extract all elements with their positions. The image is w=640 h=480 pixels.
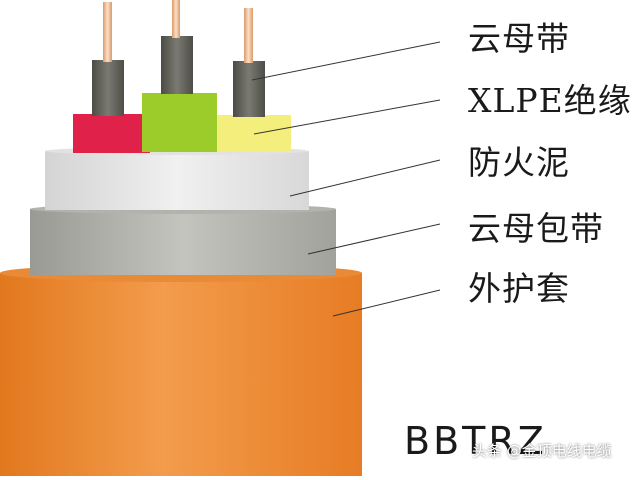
mica-wrap-layer bbox=[30, 209, 336, 275]
leader-line-xlpe bbox=[253, 99, 441, 135]
leader-line-fireproof-mud bbox=[289, 159, 441, 197]
label-fireproof-mud: 防火泥 bbox=[468, 143, 570, 182]
cable-model-code: BBTRZ bbox=[404, 419, 547, 463]
mica-tape-3 bbox=[233, 61, 265, 117]
label-outer-sheath: 外护套 bbox=[468, 269, 570, 308]
mica-tape-2 bbox=[161, 36, 193, 94]
green-core bbox=[142, 93, 217, 152]
label-mica-wrap-tape: 云母包带 bbox=[468, 209, 604, 248]
watermark: 头条 @金顶电线电缆 bbox=[472, 442, 612, 460]
fireproof-mud-layer bbox=[45, 151, 309, 210]
leader-line-mica-wrap bbox=[307, 223, 441, 255]
conductor-1 bbox=[103, 2, 112, 62]
leader-lines bbox=[251, 41, 441, 317]
red-core bbox=[73, 114, 150, 153]
label-xlpe-insulation: XLPE绝缘 bbox=[468, 81, 632, 120]
conductor-2 bbox=[172, 0, 180, 38]
conductor-3 bbox=[244, 8, 253, 63]
label-mica-tape: 云母带 bbox=[468, 19, 570, 58]
outer-sheath bbox=[0, 273, 362, 476]
leader-line-outer-sheath bbox=[332, 289, 441, 317]
mica-tape-1 bbox=[92, 60, 124, 116]
leader-line-mica-tape bbox=[251, 41, 441, 81]
